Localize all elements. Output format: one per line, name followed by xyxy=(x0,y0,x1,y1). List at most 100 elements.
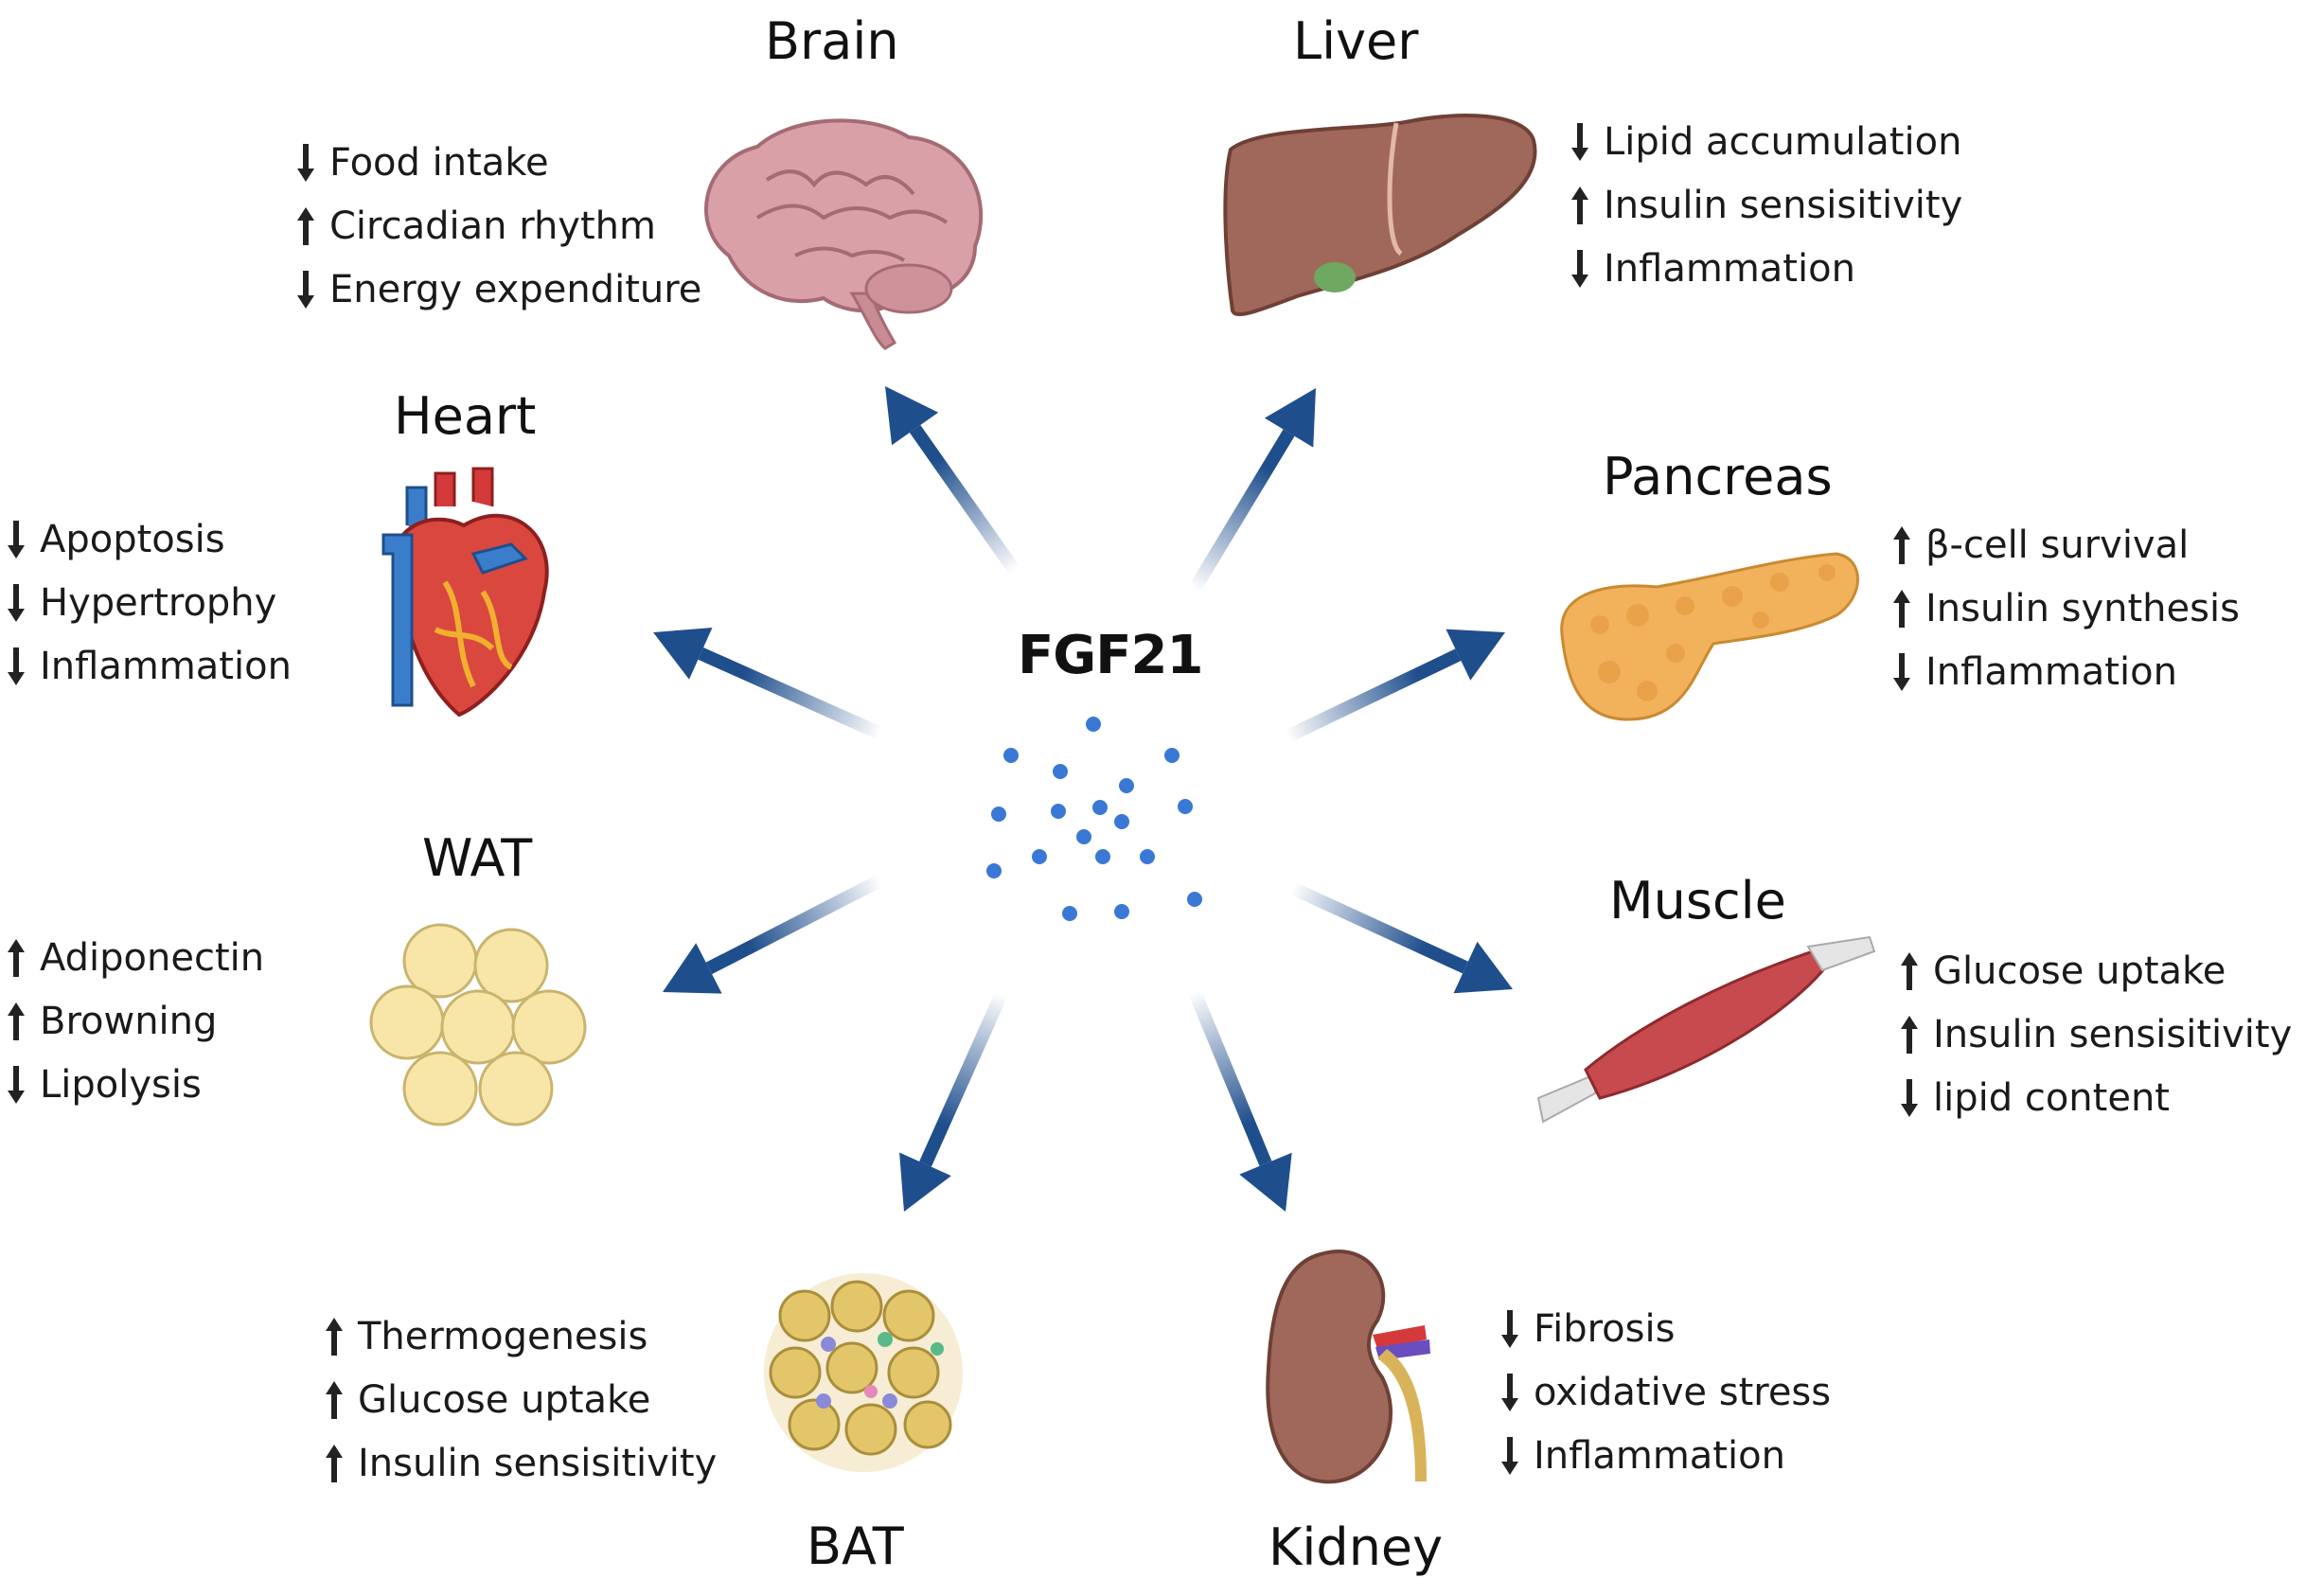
signal-arrow-shaft xyxy=(698,647,883,740)
effect-text: Insulin sensisitivity xyxy=(1933,1012,2293,1056)
effect-item: Circadian rhythm xyxy=(295,194,701,257)
muscle-illustration xyxy=(1536,935,1876,1124)
effect-item: Food intake xyxy=(295,131,701,194)
fgf21-particle xyxy=(1140,849,1155,864)
effect-item: Adiponectin xyxy=(6,926,264,989)
effect-text: Glucose uptake xyxy=(1933,949,2226,993)
effect-item: Glucose uptake xyxy=(1899,939,2292,1002)
fgf21-particle xyxy=(1092,800,1108,815)
signal-arrow-shaft xyxy=(1284,648,1462,743)
fgf21-particle xyxy=(1032,849,1047,864)
effect-text: Lipid accumulation xyxy=(1604,119,1962,164)
effect-text: Thermogenesis xyxy=(358,1314,648,1358)
arrow-down-icon xyxy=(297,270,314,309)
arrow-down-icon xyxy=(1893,652,1910,691)
brain-illustration xyxy=(704,118,984,350)
arrow-down-icon xyxy=(297,143,314,182)
arrow-down-icon xyxy=(1501,1373,1518,1411)
signal-arrow-head xyxy=(1239,1152,1292,1212)
effect-text: β-cell survival xyxy=(1925,523,2190,567)
fgf21-particle xyxy=(1076,829,1091,844)
arrow-up-icon xyxy=(326,1317,343,1356)
effect-item: Energy expenditure xyxy=(295,257,701,321)
effect-item: Inflammation xyxy=(6,634,292,698)
arrow-down-icon xyxy=(1571,249,1588,288)
wat-title: WAT xyxy=(422,828,533,888)
signal-arrow-shaft xyxy=(705,874,884,975)
arrow-up-icon xyxy=(1901,1015,1918,1054)
arrow-up-icon xyxy=(326,1380,343,1419)
effect-item: lipid content xyxy=(1899,1066,2292,1129)
effect-text: Inflammation xyxy=(1925,649,2177,694)
arrow-up-icon xyxy=(297,206,314,245)
signal-arrow-shaft xyxy=(1189,429,1295,593)
liver-illustration xyxy=(1223,114,1537,316)
arrow-down-icon xyxy=(8,520,25,559)
arrow-down-icon xyxy=(1571,122,1588,161)
effect-text: Food intake xyxy=(329,140,549,185)
effect-item: oxidative stress xyxy=(1499,1360,1831,1424)
effect-text: Inflammation xyxy=(1604,246,1855,291)
fgf21-particle xyxy=(1003,748,1019,763)
bat-illustration xyxy=(764,1273,963,1472)
signal-arrow-head xyxy=(1446,629,1505,681)
effect-text: Browning xyxy=(40,999,218,1043)
fgf21-particle xyxy=(991,807,1006,822)
effect-item: Thermogenesis xyxy=(324,1304,717,1368)
arrow-down-icon xyxy=(8,647,25,685)
effect-text: Glucose uptake xyxy=(358,1377,651,1422)
fgf21-particle xyxy=(1164,748,1180,763)
signal-arrow-head xyxy=(899,1152,951,1212)
effect-item: β-cell survival xyxy=(1891,513,2240,576)
pancreas-title: Pancreas xyxy=(1603,447,1833,506)
effect-text: Circadian rhythm xyxy=(329,204,656,248)
arrow-up-icon xyxy=(1901,951,1918,990)
pancreas-illustration xyxy=(1560,552,1859,721)
fgf21-particle xyxy=(1114,904,1129,919)
brain-title: Brain xyxy=(765,11,899,71)
effect-text: Lipolysis xyxy=(40,1062,202,1107)
muscle-title: Muscle xyxy=(1609,871,1786,931)
arrow-up-icon xyxy=(326,1444,343,1482)
effect-text: lipid content xyxy=(1933,1075,2170,1120)
effect-item: Inflammation xyxy=(1891,640,2240,703)
effect-item: Lipolysis xyxy=(6,1053,264,1116)
fgf21-particle xyxy=(986,863,1002,878)
fgf21-particle xyxy=(1062,906,1077,921)
effect-item: Insulin sensisitivity xyxy=(324,1431,717,1495)
fgf21-particle xyxy=(1178,799,1193,814)
effect-item: Apoptosis xyxy=(6,507,292,571)
signal-arrow-head xyxy=(1453,941,1513,994)
fgf21-particle xyxy=(1119,778,1134,793)
effect-text: Inflammation xyxy=(1534,1433,1785,1478)
effect-item: Inflammation xyxy=(1570,237,1962,300)
effect-text: Energy expenditure xyxy=(329,267,702,311)
effect-text: oxidative stress xyxy=(1534,1370,1832,1414)
fgf21-particle xyxy=(1114,814,1129,829)
arrow-up-icon xyxy=(8,938,25,977)
heart-title: Heart xyxy=(394,386,537,446)
effect-item: Hypertrophy xyxy=(6,571,292,634)
fgf21-particle xyxy=(1086,717,1101,732)
arrow-up-icon xyxy=(1893,525,1910,564)
effect-item: Fibrosis xyxy=(1499,1297,1831,1360)
effect-item: Browning xyxy=(6,989,264,1053)
arrow-down-icon xyxy=(8,1065,25,1104)
bat-title: BAT xyxy=(807,1516,904,1576)
fgf21-label: FGF21 xyxy=(1018,625,1203,686)
arrow-down-icon xyxy=(1901,1078,1918,1117)
effect-text: Adiponectin xyxy=(40,935,265,980)
signal-arrow-shaft xyxy=(1188,989,1272,1166)
effect-item: Insulin sensisitivity xyxy=(1899,1002,2292,1066)
effect-item: Insulin synthesis xyxy=(1891,576,2240,640)
effect-item: Insulin sensisitivity xyxy=(1570,173,1962,237)
arrow-down-icon xyxy=(8,583,25,622)
